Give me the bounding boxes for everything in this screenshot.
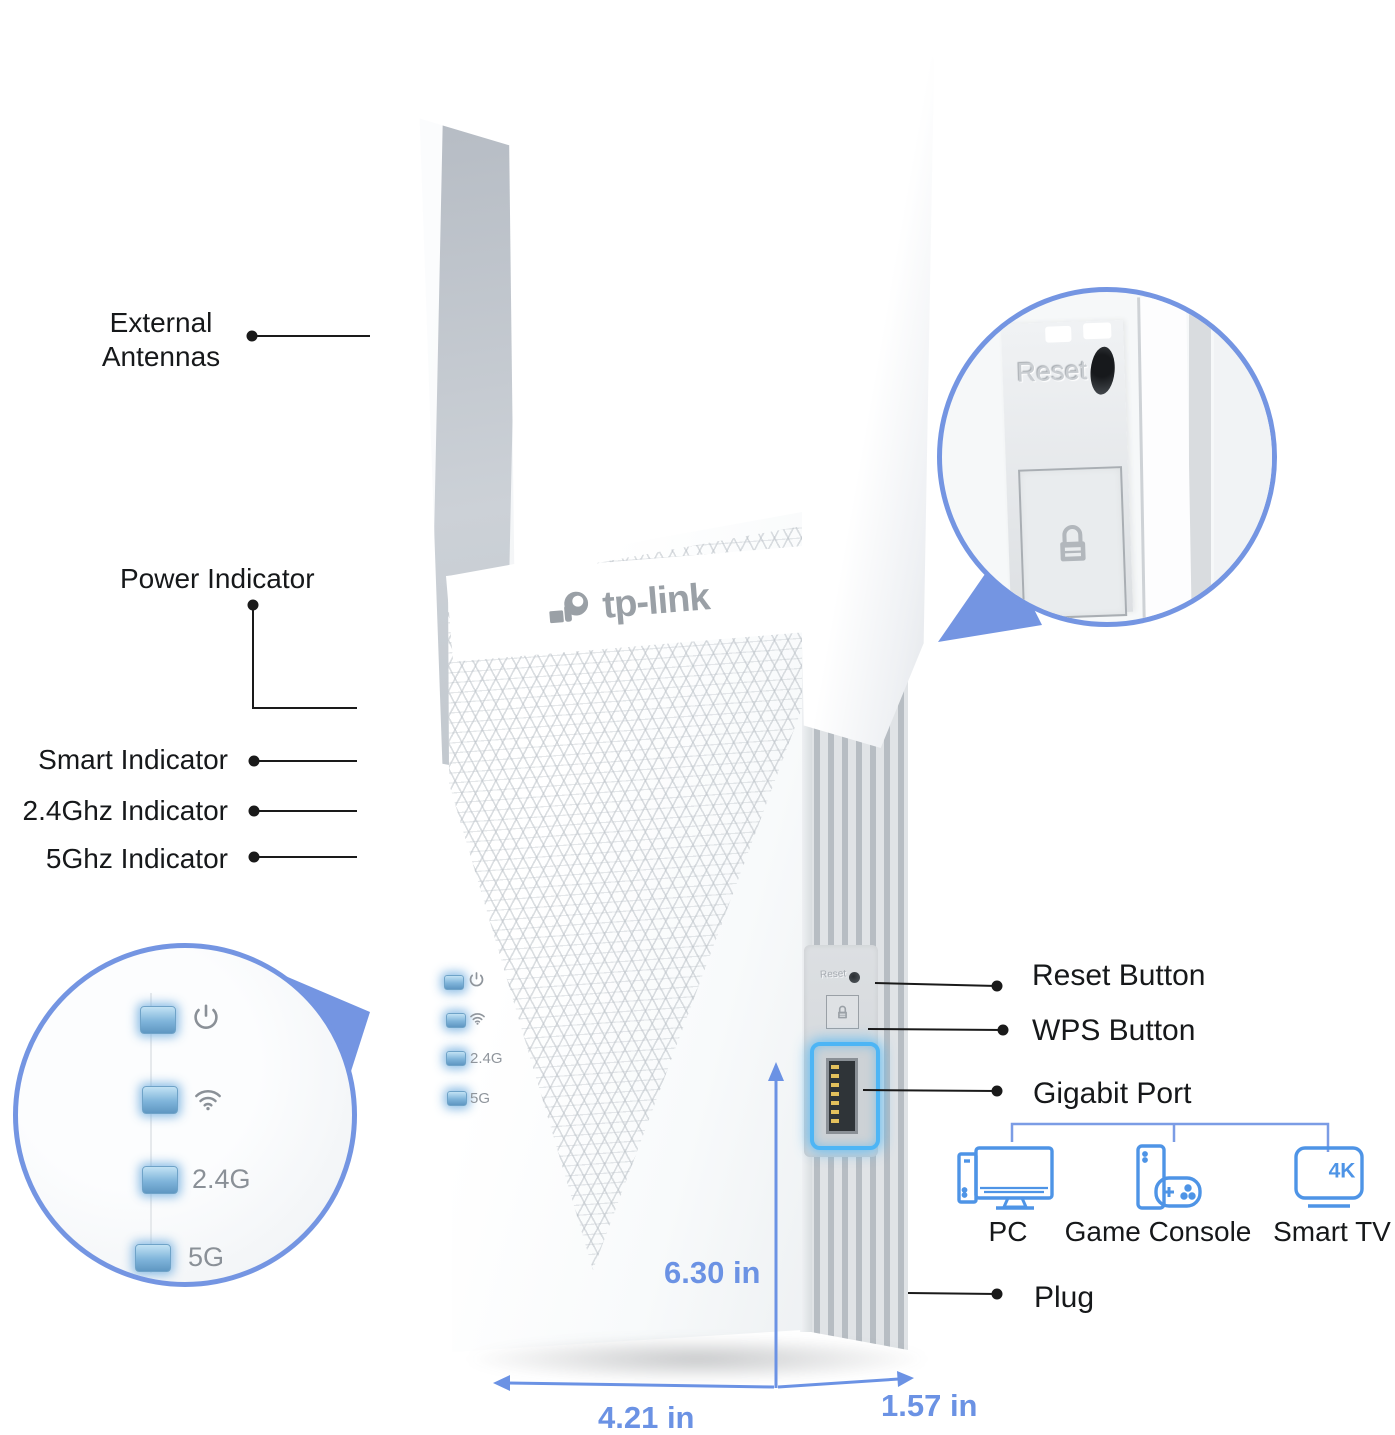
inset-wifi-led (142, 1086, 178, 1114)
wifi-led (446, 1013, 466, 1028)
brand-band: tp-link (446, 546, 810, 662)
ethernet-slot (826, 1058, 858, 1134)
tp-link-logo-icon (548, 591, 588, 624)
callout-power-indicator: Power Indicator (120, 563, 315, 594)
5g-led (447, 1091, 467, 1106)
gigabit-port (810, 1042, 880, 1150)
callout-24ghz-indicator: 2.4Ghz Indicator (22, 795, 228, 826)
callout-5ghz-indicator: 5Ghz Indicator (45, 843, 228, 874)
panel-notch (1082, 322, 1112, 340)
led-closeup-inset: 2.4G 5G (13, 943, 357, 1287)
inset-bg-strip (1214, 292, 1272, 622)
dimension-width: 4.21 in (598, 1400, 695, 1435)
power-icon (469, 972, 484, 993)
lock-icon (838, 1005, 847, 1019)
game-console-label: Game Console (1064, 1216, 1252, 1247)
inset-reset-label: Reset (1016, 355, 1088, 388)
24g-led-label: 2.4G (470, 1050, 503, 1067)
inset-side-rib (1189, 292, 1211, 622)
ethernet-pins (831, 1065, 839, 1123)
smart-tv-icon: 4K (1294, 1146, 1366, 1213)
external-antennas-line1: External (109, 307, 213, 338)
callout-wps-button: WPS Button (1032, 1014, 1196, 1047)
buttons-closeup-inset: Reset (937, 287, 1277, 627)
external-antennas-line2: Antennas (101, 341, 221, 373)
power-led (444, 975, 464, 990)
inset-side-edge (1137, 296, 1192, 622)
tv-4k-badge: 4K (1329, 1160, 1356, 1183)
inset-5g-led (135, 1244, 171, 1272)
wifi-icon (469, 1011, 486, 1030)
wps-button (826, 995, 859, 1029)
device-shadow (462, 1336, 932, 1382)
dimension-height: 6.30 in (664, 1255, 761, 1290)
5g-led-label: 5G (470, 1090, 491, 1107)
reset-pinhole (849, 972, 860, 983)
lock-icon (1060, 524, 1086, 562)
callout-connectors (246, 330, 1009, 1300)
callout-gigabit-port: Gigabit Port (1033, 1077, 1192, 1110)
right-inset-pointer-wedge (938, 548, 1042, 642)
game-console-icon (1136, 1144, 1202, 1219)
callout-external-antennas: External Antennas (88, 306, 234, 374)
inset-reset-pinhole (1088, 345, 1117, 396)
pc-icon (956, 1146, 1058, 1217)
inset-edge-line (150, 993, 152, 1273)
callout-smart-indicator: Smart Indicator (38, 744, 228, 775)
inset-power-led (140, 1006, 176, 1034)
inset-24g-label: 2.4G (192, 1164, 251, 1194)
inset-5g-label: 5G (188, 1242, 225, 1272)
24g-led (446, 1051, 466, 1066)
dimension-depth: 1.57 in (881, 1388, 978, 1423)
panel-notch (1045, 325, 1072, 343)
inset-wifi-icon (193, 1086, 223, 1116)
inset-24g-led (142, 1166, 178, 1194)
right-antenna (790, 0, 934, 748)
smart-tv-label: Smart TV (1273, 1216, 1391, 1247)
inset-control-panel: Reset (1000, 319, 1134, 620)
pc-label: PC (988, 1216, 1028, 1247)
inset-wps-button (1018, 466, 1128, 620)
callout-reset-button: Reset Button (1032, 959, 1206, 992)
devices-bracket (1010, 1122, 1330, 1152)
callout-plug: Plug (1034, 1281, 1095, 1314)
inset-power-icon (193, 1004, 219, 1037)
dimension-arrows (493, 1062, 914, 1391)
